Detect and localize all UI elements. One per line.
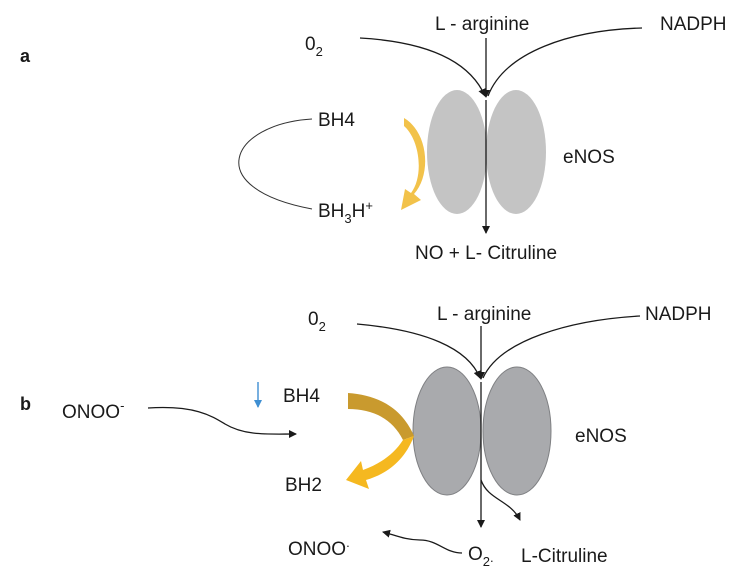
bh2-label: BH2	[285, 475, 322, 496]
panel-a-letter: a	[20, 46, 31, 66]
enos-subunit-right	[486, 90, 546, 214]
product-label-a: NO + L- Citruline	[415, 243, 557, 264]
enos-subunit-left	[412, 366, 482, 496]
enos-enzyme-b	[412, 366, 552, 496]
o2-label-b: 02	[308, 309, 326, 334]
arginine-label-b: L - arginine	[437, 304, 531, 325]
bh4-oxidation-arrow-top	[348, 393, 414, 440]
nadph-input-line	[487, 27, 643, 97]
bh4-label-a: BH4	[318, 110, 355, 131]
citruline-label-b: L-Citruline	[521, 546, 608, 567]
o2-input-arrow-b	[356, 323, 482, 379]
enos-subunit-left	[427, 90, 487, 214]
superoxide-label: O2.	[468, 544, 494, 569]
panel-b-letter: b	[20, 394, 31, 414]
panel-b: b 02 L - arginine NADPH ONOO- BH4 BH2 eN…	[20, 304, 712, 569]
bh4-oxidation-arrow	[401, 118, 426, 210]
panel-a: a 02 L - arginine NADPH BH4 BH3H+ eNOS N…	[20, 14, 727, 264]
enos-subunit-right	[482, 366, 552, 496]
peroxynitrite-to-bh4-arrow	[147, 406, 297, 439]
bh4-cycle-loop	[238, 118, 313, 210]
enos-label-b: eNOS	[575, 426, 627, 447]
peroxynitrite-input-label: ONOO-	[62, 398, 124, 423]
enos-enzyme-a	[427, 90, 546, 214]
bh3h-label: BH3H+	[318, 198, 373, 226]
enos-label-a: eNOS	[563, 147, 615, 168]
nadph-label-a: NADPH	[660, 14, 727, 35]
bh4-oxidation-arrow-bottom	[346, 436, 414, 489]
citruline-output-arrow	[480, 479, 521, 521]
o2-label-a: 02	[305, 34, 323, 59]
o2-input-arrow	[359, 37, 486, 97]
peroxynitrite-output-label: ONOO.	[288, 535, 350, 560]
nadph-label-b: NADPH	[645, 304, 712, 325]
arginine-label-a: L - arginine	[435, 14, 529, 35]
superoxide-to-peroxynitrite-arrow	[382, 529, 463, 554]
bh4-label-b: BH4	[283, 386, 320, 407]
nadph-input-line-b	[482, 315, 641, 379]
